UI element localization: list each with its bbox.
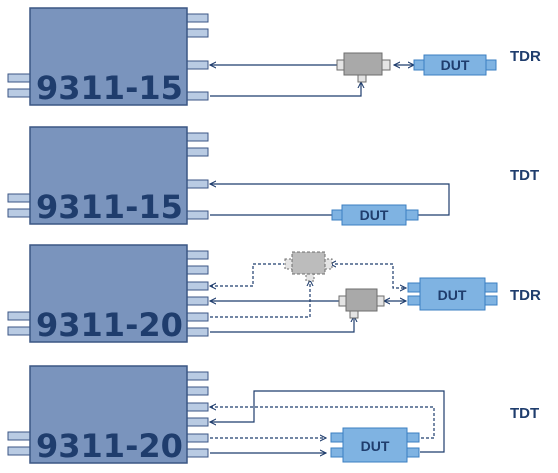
instrument-port [7, 208, 33, 218]
instrument-port [185, 13, 209, 23]
instrument-9311-15 [29, 126, 188, 225]
panel-2: 9311-15 DUT TDT [7, 126, 539, 226]
instrument-port [185, 402, 209, 412]
model-label: 9311-20 [36, 427, 183, 465]
connection-line-dashed [210, 407, 435, 439]
connection-line [210, 82, 361, 97]
dut: DUT [331, 204, 419, 226]
power-splitter [338, 288, 385, 319]
instrument-port [7, 431, 33, 441]
mode-label: TDR [510, 48, 541, 65]
instrument-port [7, 311, 33, 321]
connection-line-dashed [330, 264, 406, 288]
power-splitter [336, 52, 391, 83]
instrument-9311-20 [29, 365, 188, 464]
panel-1: 9311-15 DUT TDR [7, 7, 541, 107]
instrument-port [7, 446, 33, 456]
connection-line-dashed [210, 280, 310, 318]
instrument-port [7, 193, 33, 203]
connection-line [210, 316, 354, 333]
instrument-port [185, 433, 209, 443]
panel-3: 9311-20 DUT [7, 244, 541, 344]
instrument-9311-15 [29, 7, 188, 106]
instrument-port [185, 312, 209, 322]
instrument-port [185, 281, 209, 291]
dut: DUT [407, 277, 498, 311]
instrument-port [7, 73, 33, 83]
instrument-port [185, 371, 209, 381]
instrument-port [185, 28, 209, 38]
instrument-port [185, 296, 209, 306]
instrument-port [185, 386, 209, 396]
instrument-9311-20 [29, 244, 188, 343]
connection-line-dashed [210, 263, 284, 286]
instrument-port [185, 210, 209, 220]
mode-label: TDR [510, 287, 541, 304]
instrument-port [185, 265, 209, 275]
panel-4: 9311-20 DUT TDT [7, 365, 539, 465]
instrument-port [185, 417, 209, 427]
instrument-port [185, 250, 209, 260]
model-label: 9311-20 [36, 306, 183, 344]
instrument-port [7, 88, 33, 98]
instrument-port [185, 60, 209, 70]
model-label: 9311-15 [36, 188, 183, 226]
instrument-port [185, 147, 209, 157]
model-label: 9311-15 [36, 69, 183, 107]
instrument-port [185, 448, 209, 458]
dut-label: DUT [441, 57, 470, 73]
instrument-port [185, 132, 209, 142]
dut: DUT [330, 427, 420, 463]
connection-line [210, 184, 450, 216]
instrument-port [185, 179, 209, 189]
instrument-port [185, 327, 209, 337]
dut-label: DUT [361, 438, 390, 454]
connection-line [210, 390, 445, 453]
dut-label: DUT [438, 287, 467, 303]
mode-label: TDT [510, 167, 539, 184]
dut-label: DUT [360, 207, 389, 223]
dut: DUT [413, 54, 497, 76]
mode-label: TDT [510, 405, 539, 422]
instrument-port [7, 326, 33, 336]
power-splitter-ghost [284, 251, 333, 282]
instrument-port [185, 91, 209, 101]
